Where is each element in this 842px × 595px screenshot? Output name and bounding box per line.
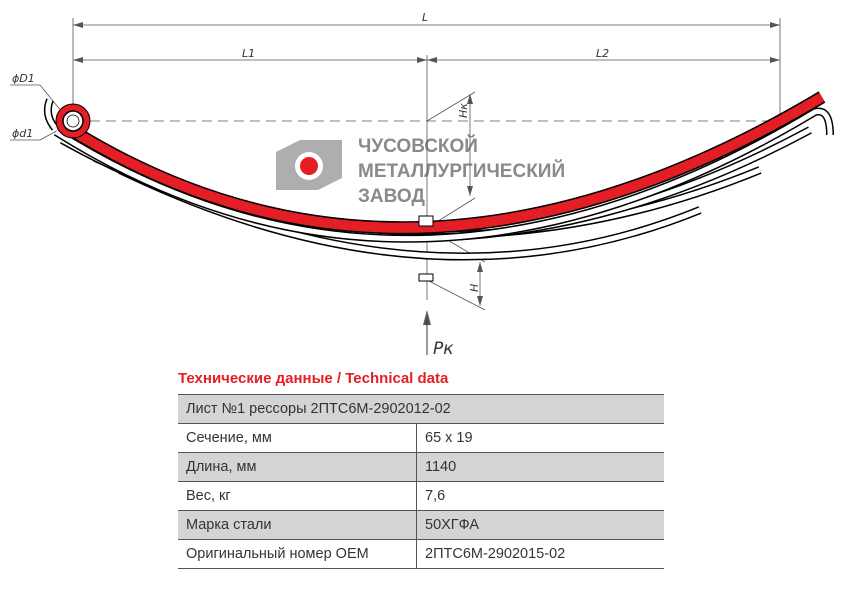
row-value: 50ХГФА <box>416 510 664 540</box>
row-label: Марка стали <box>178 510 417 540</box>
row-value: 2ПТС6М-2902015-02 <box>416 539 664 569</box>
dim-L2: L2 <box>596 47 609 60</box>
specs-title: Технические данные / Technical data <box>178 370 449 387</box>
company-logo: ЧУСОВСКОЙ МЕТАЛЛУРГИЧЕСКИЙ ЗАВОД <box>276 135 565 207</box>
spring-eye <box>55 103 91 139</box>
specs-table: Лист №1 рессоры 2ПТС6М-2902012-02 Сечени… <box>178 394 664 569</box>
logo-line-1: ЧУСОВСКОЙ <box>358 135 478 157</box>
row-label: Вес, кг <box>178 481 417 511</box>
row-value: 65 x 19 <box>416 423 664 453</box>
dim-H: H <box>468 284 481 292</box>
dim-L1: L1 <box>242 47 255 60</box>
row-value: 7,6 <box>416 481 664 511</box>
row-label: Длина, мм <box>178 452 417 482</box>
spring-leaves <box>43 91 834 261</box>
dim-D1: ϕD1 <box>12 72 35 85</box>
load-Pk: Pк <box>433 339 454 359</box>
row-label: Оригинальный номер OEM <box>178 539 417 569</box>
logo-line-3: ЗАВОД <box>358 186 425 207</box>
row-label: Сечение, мм <box>178 423 417 453</box>
specs-header: Лист №1 рессоры 2ПТС6М-2902012-02 <box>178 394 664 424</box>
logo-line-2: МЕТАЛЛУРГИЧЕСКИЙ <box>358 160 565 182</box>
dim-L: L <box>422 11 428 24</box>
dim-d1: ϕd1 <box>12 127 33 140</box>
leaf-spring-drawing: ЧУСОВСКОЙ МЕТАЛЛУРГИЧЕСКИЙ ЗАВОД <box>10 11 834 359</box>
dim-Hk: Hк <box>457 103 470 118</box>
row-value: 1140 <box>416 452 664 482</box>
table-header-row: Лист №1 рессоры 2ПТС6М-2902012-02 <box>178 394 664 424</box>
